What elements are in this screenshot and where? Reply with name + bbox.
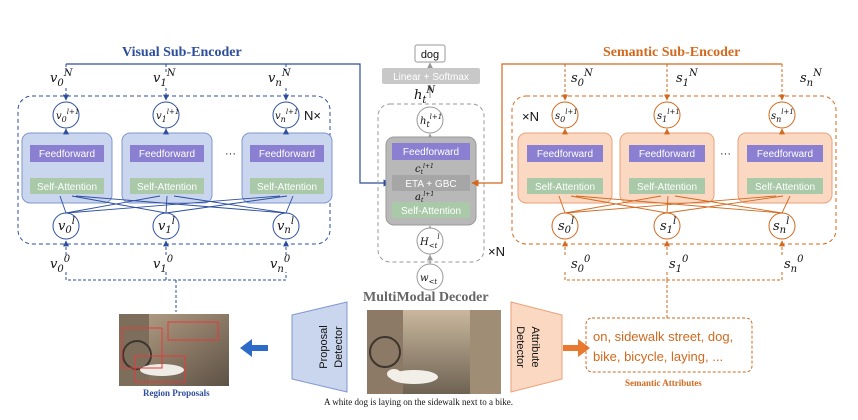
visual-output-node-n bbox=[272, 101, 300, 129]
input-image bbox=[367, 310, 501, 394]
semantic-layer-frame bbox=[511, 95, 837, 245]
semantic-repeat-label: ×N bbox=[522, 109, 539, 124]
semantic-block-1: Feedforward Self-Attention bbox=[619, 132, 715, 204]
attribute-detector: Attribute Detector bbox=[510, 301, 563, 393]
decoder-layer-frame bbox=[377, 103, 485, 263]
semantic-attention-links bbox=[558, 195, 791, 214]
linear-softmax-label: Linear + Softmax bbox=[393, 72, 469, 83]
attributes-line-1: on, sidewalk street, dog, bbox=[593, 329, 733, 344]
visual-output-node-0 bbox=[52, 101, 80, 129]
semantic-input-node-0-label: s0l bbox=[558, 216, 574, 236]
semantic-bottom-node-1: s10 bbox=[669, 254, 689, 275]
self-attention-label: Self-Attention bbox=[535, 182, 595, 193]
proposal-detector-label-1: Proposal bbox=[318, 325, 330, 368]
decoder-h-top: htN bbox=[414, 85, 436, 106]
semantic-sub-encoder: s0N s1N snN ×N s0l+1 s1l+1 snl+1 Feedfor… bbox=[471, 63, 837, 318]
self-attention-label: Self-Attention bbox=[637, 182, 697, 193]
feedforward-label: Feedforward bbox=[39, 149, 95, 160]
visual-top-node-0: v0N bbox=[50, 68, 74, 89]
self-attention-label: Self-Attention bbox=[137, 182, 197, 193]
visual-top-node-1: v1N bbox=[153, 68, 177, 89]
semantic-attributes-caption: Semantic Attributes bbox=[625, 378, 702, 388]
proposal-detector-label-2: Detector bbox=[333, 326, 345, 368]
self-attention-label: Self-Attention bbox=[257, 182, 317, 193]
attribute-detector-label-2: Detector bbox=[514, 326, 526, 368]
region-proposals-image bbox=[119, 314, 229, 386]
feedforward-label: Feedforward bbox=[639, 149, 695, 160]
region-proposals-caption: Region Proposals bbox=[143, 388, 210, 398]
visual-output-node-1 bbox=[152, 101, 180, 129]
semantic-input-node-n-label: snl bbox=[773, 216, 789, 236]
semantic-block-n: Feedforward Self-Attention bbox=[737, 132, 833, 204]
semantic-bottom-node-0: s00 bbox=[571, 254, 591, 275]
feedforward-label: Feedforward bbox=[757, 149, 813, 160]
visual-bottom-node-1: v10 bbox=[153, 254, 174, 275]
visual-ellipsis: ··· bbox=[225, 148, 236, 160]
output-word: dog bbox=[421, 49, 439, 61]
visual-bottom-node-0: v00 bbox=[50, 254, 71, 275]
visual-encoder-title: Visual Sub-Encoder bbox=[122, 45, 242, 60]
attributes-line-2: bike, bicycle, laying, ... bbox=[593, 349, 723, 364]
decoder-input-node bbox=[416, 227, 444, 255]
output-word-box bbox=[414, 44, 446, 63]
decoder-self-attention-label: Self-Attention bbox=[401, 206, 461, 217]
visual-block-0: Feedforward Self-Attention bbox=[21, 132, 113, 204]
decoder-word-input-node bbox=[416, 263, 444, 291]
right-arrow-icon bbox=[563, 339, 590, 357]
proposal-detector: Proposal Detector bbox=[291, 301, 348, 393]
semantic-attributes-box bbox=[585, 317, 753, 373]
semantic-top-node-1: s1N bbox=[676, 68, 699, 89]
semantic-bottom-node-n: sn0 bbox=[784, 254, 804, 275]
feedforward-label: Feedforward bbox=[259, 149, 315, 160]
semantic-top-node-0: s0N bbox=[571, 68, 594, 89]
semantic-top-node-n: snN bbox=[800, 68, 823, 89]
visual-top-node-n: vnN bbox=[268, 68, 292, 89]
decoder-output-node bbox=[416, 106, 444, 134]
self-attention-label: Self-Attention bbox=[37, 182, 97, 193]
feedforward-label: Feedforward bbox=[139, 149, 195, 160]
visual-attention-links bbox=[59, 195, 294, 214]
semantic-to-decoder-arrow bbox=[471, 63, 782, 187]
decoder-title: MultiModal Decoder bbox=[363, 290, 489, 305]
visual-bottom-node-n: vn0 bbox=[270, 254, 291, 275]
visual-block-1: Feedforward Self-Attention bbox=[121, 132, 213, 204]
semantic-encoder-title: Semantic Sub-Encoder bbox=[603, 45, 740, 60]
self-attention-label: Self-Attention bbox=[755, 182, 815, 193]
semantic-input-node-1-label: s1l bbox=[660, 216, 676, 236]
feedforward-label: Feedforward bbox=[537, 149, 593, 160]
visual-repeat-label: N× bbox=[304, 108, 321, 123]
visual-top-labels: v0N v1N vnN bbox=[50, 68, 292, 89]
visual-sub-encoder: v0N v1N vnN N× v0l+1 v1l+1 vnl+1 Feedfor… bbox=[17, 63, 391, 312]
semantic-output-node-0 bbox=[551, 101, 579, 129]
visual-to-decoder-arrow bbox=[66, 63, 391, 187]
attribute-detector-label-1: Attribute bbox=[529, 327, 541, 368]
semantic-output-node-1 bbox=[653, 101, 681, 129]
linear-softmax-block bbox=[382, 68, 480, 84]
multimodal-decoder: dog Linear + Softmax htN ×N htl+1 Feedfo… bbox=[363, 44, 505, 305]
semantic-ellipsis: ··· bbox=[720, 148, 731, 160]
image-caption: A white dog is laying on the sidewalk ne… bbox=[324, 397, 513, 407]
decoder-repeat-label: ×N bbox=[488, 244, 505, 259]
left-arrow-icon bbox=[240, 339, 268, 357]
semantic-block-0: Feedforward Self-Attention bbox=[517, 132, 613, 204]
semantic-output-node-n bbox=[768, 101, 796, 129]
eta-gbc-label: ETA + GBC bbox=[405, 179, 456, 190]
decoder-feedforward-label: Feedforward bbox=[403, 147, 459, 158]
visual-block-n: Feedforward Self-Attention bbox=[241, 132, 333, 204]
